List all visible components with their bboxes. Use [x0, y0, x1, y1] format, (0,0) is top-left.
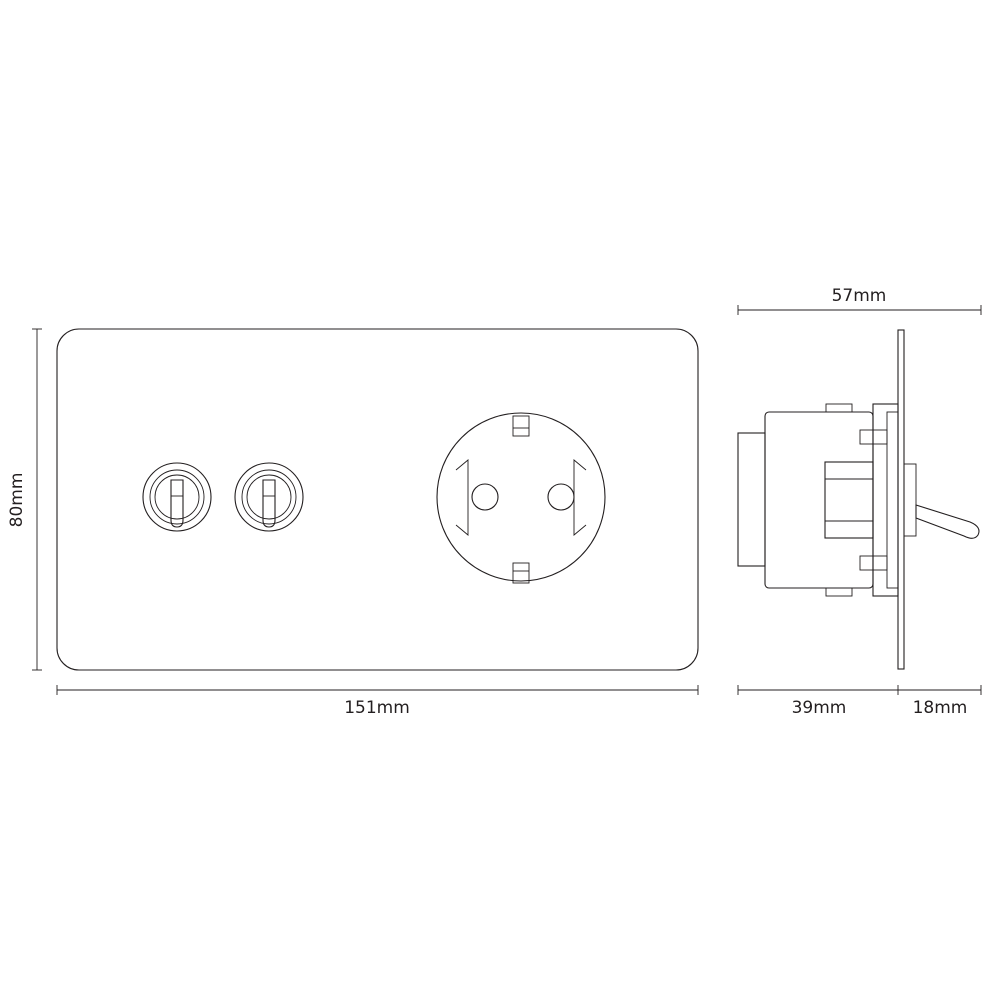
front-view — [56, 328, 699, 671]
dim-side-total-label: 57mm — [832, 286, 887, 306]
faceplate-outline — [56, 328, 699, 671]
toggle-switch-1 — [142, 462, 212, 532]
toggle-switch-2 — [234, 462, 304, 532]
dim-height — [32, 328, 42, 671]
dim-width — [56, 685, 699, 695]
schuko-socket — [436, 412, 606, 584]
dim-side-body-label: 39mm — [792, 698, 847, 718]
dim-side-total — [737, 305, 982, 315]
dim-side-front-label: 18mm — [913, 698, 968, 718]
dim-height-label: 80mm — [7, 473, 27, 528]
side-toggle-lever — [915, 504, 980, 539]
dim-side-body — [737, 685, 899, 695]
earth-clip-bottom — [512, 562, 530, 584]
plate-edge — [897, 329, 905, 670]
earth-clip-top — [512, 415, 530, 437]
dim-side-front — [898, 685, 982, 695]
side-view — [737, 329, 980, 670]
pin-hole-right — [547, 483, 575, 511]
dim-width-label: 151mm — [344, 698, 410, 718]
pin-hole-left — [471, 483, 499, 511]
